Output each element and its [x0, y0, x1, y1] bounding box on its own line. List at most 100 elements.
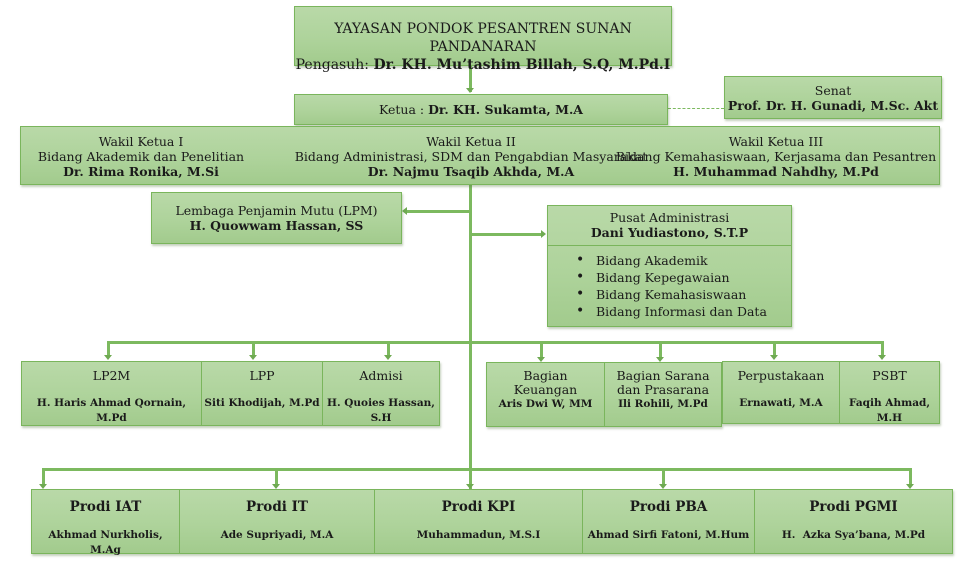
admin-center-box: Pusat Administrasi Dani Yudiastono, S.T.…	[547, 205, 792, 327]
admin-division-item: Bidang Kemahasiswaan	[548, 286, 791, 303]
arrow-psbt	[878, 355, 886, 360]
prodi-pgmi-title: Prodi PGMI	[809, 499, 898, 515]
vice-chair-3-name: H. Muhammad Nahdhy, M.Pd	[673, 164, 879, 179]
vice-chair-2-name: Dr. Najmu Tsaqib Akhda, M.A	[367, 164, 575, 179]
unit-keuangan-title: Bagian Keuangan	[513, 368, 578, 397]
main-trunk-connector	[469, 185, 472, 490]
arrow-keuangan	[537, 357, 545, 362]
senate-box: Senat Prof. Dr. H. Gunadi, M.Sc. Akt	[724, 76, 942, 119]
foundation-box: YAYASAN PONDOK PESANTREN SUNAN PANDANARA…	[294, 6, 672, 73]
unit-psbt-title: PSBT	[872, 368, 907, 383]
unit-admisi: Admisi H. Quoies Hassan, S.H	[323, 362, 439, 425]
unit-psbt-name: Faqih Ahmad, M.H	[849, 397, 930, 424]
drop-pgmi	[909, 468, 912, 485]
admin-center-title: Pusat Administrasi	[609, 210, 730, 225]
admin-division-item: Bidang Informasi dan Data	[548, 303, 791, 320]
connector-to-lpm	[406, 210, 470, 213]
prodi-kpi-head: Muhammadun, M.S.I	[416, 529, 541, 541]
drop-lp2m	[107, 341, 110, 356]
unit-lp2m-title: LP2M	[92, 368, 131, 383]
foundation-caretaker: Pengasuh: Dr. KH. Mu’tashim Billah, S.Q,…	[295, 56, 671, 74]
vice-chair-2-title: Wakil Ketua II	[426, 134, 516, 149]
arrow-kpi	[466, 484, 474, 489]
vice-chair-3-title: Wakil Ketua III	[728, 134, 824, 149]
arrow-sarana	[656, 357, 664, 362]
caretaker-label: Pengasuh:	[295, 57, 374, 73]
prodi-pgmi-head: H. Azka Sya’bana, M.Pd	[781, 529, 926, 541]
unit-keuangan-name: Aris Dwi W, MM	[498, 398, 593, 410]
units-bus-connector	[107, 341, 884, 344]
unit-lpp-title: LPP	[249, 368, 275, 383]
arrow-it	[272, 484, 280, 489]
vice-chair-1-name: Dr. Rima Ronika, M.Si	[63, 164, 219, 179]
prodi-kpi: Prodi KPI Muhammadun, M.S.I	[375, 490, 583, 553]
foundation-title: YAYASAN PONDOK PESANTREN SUNAN PANDANARA…	[334, 21, 632, 55]
connector-foundation-chair	[469, 66, 472, 92]
caretaker-name: Dr. KH. Mu’tashim Billah, S.Q, M.Pd.I	[373, 57, 671, 73]
unit-perpustakaan-title: Perpustakaan	[737, 368, 825, 383]
drop-sarana	[659, 341, 662, 358]
arrow-pgmi	[906, 484, 914, 489]
admin-division-item: Bidang Kepegawaian	[548, 269, 791, 286]
vice-chair-1: Wakil Ketua I Bidang Akademik dan Peneli…	[21, 134, 261, 179]
connector-to-admin-center	[470, 233, 542, 236]
chair-name: Dr. KH. Sukamta, M.A	[428, 102, 584, 117]
arrow-pba	[659, 484, 667, 489]
prodi-pgmi: Prodi PGMI H. Azka Sya’bana, M.Pd	[755, 490, 952, 553]
units-left-box: LP2M H. Haris Ahmad Qornain, M.Pd LPP Si…	[21, 361, 440, 426]
unit-sarana-title: Bagian Sarana dan Prasarana	[616, 368, 710, 397]
arrow-to-chair	[466, 88, 474, 93]
arrow-admisi	[384, 355, 392, 360]
units-right-a-box: Bagian Keuangan Aris Dwi W, MM Bagian Sa…	[486, 362, 722, 427]
drop-psbt	[881, 341, 884, 356]
prodi-iat: Prodi IAT Akhmad Nurkholis, M.Ag	[32, 490, 180, 556]
vice-chair-3: Wakil Ketua III Bidang Kemahasiswaan, Ke…	[611, 134, 941, 179]
senate-name: Prof. Dr. H. Gunadi, M.Sc. Akt	[727, 98, 939, 113]
unit-perpustakaan-name: Ernawati, M.A	[739, 397, 823, 409]
unit-perpustakaan: Perpustakaan Ernawati, M.A	[723, 362, 840, 423]
prodi-it-head: Ade Supriyadi, M.A	[220, 529, 334, 541]
prodi-pba: Prodi PBA Ahmad Sirfi Fatoni, M.Hum	[583, 490, 755, 553]
drop-keuangan	[540, 341, 543, 358]
prodi-iat-head: Akhmad Nurkholis, M.Ag	[48, 529, 163, 556]
unit-lpp-name: Siti Khodijah, M.Pd	[204, 397, 320, 409]
chair-box: Ketua : Dr. KH. Sukamta, M.A	[294, 94, 668, 125]
lpm-name: H. Quowwam Hassan, SS	[189, 218, 364, 233]
unit-psbt: PSBT Faqih Ahmad, M.H	[840, 362, 939, 424]
admin-divisions-list: Bidang Akademik Bidang Kepegawaian Bidan…	[548, 246, 791, 320]
arrow-to-lpm	[402, 207, 407, 215]
arrow-perpustakaan	[770, 355, 778, 360]
admin-center-name: Dani Yudiastono, S.T.P	[590, 225, 749, 240]
connector-chair-senate	[668, 108, 724, 109]
vice-chair-1-title: Wakil Ketua I	[98, 134, 184, 149]
unit-sarana-name: Ili Rohili, M.Pd	[618, 398, 708, 410]
unit-keuangan: Bagian Keuangan Aris Dwi W, MM	[487, 363, 605, 426]
drop-lpp	[252, 341, 255, 356]
unit-admisi-title: Admisi	[359, 368, 403, 383]
arrow-lp2m	[104, 355, 112, 360]
prodi-iat-title: Prodi IAT	[69, 499, 142, 515]
vice-chair-2: Wakil Ketua II Bidang Administrasi, SDM …	[271, 134, 671, 179]
study-programs-box: Prodi IAT Akhmad Nurkholis, M.Ag Prodi I…	[31, 489, 953, 556]
drop-admisi	[387, 341, 390, 356]
prodi-pba-title: Prodi PBA	[629, 499, 708, 515]
senate-title: Senat	[814, 83, 852, 98]
admin-division-item: Bidang Akademik	[548, 252, 791, 269]
vice-chair-1-field: Bidang Akademik dan Penelitian	[37, 149, 245, 164]
admin-center-header: Pusat Administrasi Dani Yudiastono, S.T.…	[548, 206, 791, 246]
prodi-it: Prodi IT Ade Supriyadi, M.A	[180, 490, 375, 553]
vice-chair-3-field: Bidang Kemahasiswaan, Kerjasama dan Pesa…	[615, 149, 937, 164]
units-right-b-box: Perpustakaan Ernawati, M.A PSBT Faqih Ah…	[722, 361, 940, 424]
arrow-lpp	[249, 355, 257, 360]
vice-chairs-box: Wakil Ketua I Bidang Akademik dan Peneli…	[20, 126, 940, 185]
drop-iat	[42, 468, 45, 485]
lpm-title: Lembaga Penjamin Mutu (LPM)	[175, 203, 378, 218]
chair-label: Ketua :	[378, 102, 429, 117]
unit-sarana: Bagian Sarana dan Prasarana Ili Rohili, …	[605, 363, 721, 426]
unit-admisi-name: H. Quoies Hassan, S.H	[327, 397, 435, 424]
drop-pba	[662, 468, 665, 485]
drop-perpustakaan	[773, 341, 776, 356]
unit-lp2m: LP2M H. Haris Ahmad Qornain, M.Pd	[22, 362, 202, 425]
arrow-iat	[39, 484, 47, 489]
arrow-to-admin-center	[541, 230, 546, 238]
